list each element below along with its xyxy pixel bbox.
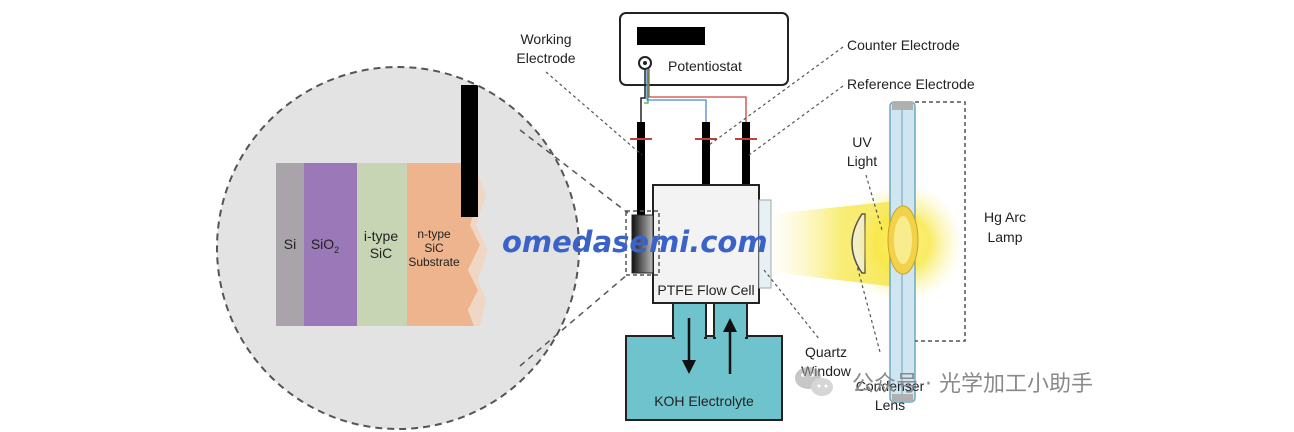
layer-si [276,163,304,326]
wire-blue [646,69,707,122]
label-koh-electrolyte: KOH Electrolyte [654,393,754,409]
label-counter-electrode: Counter Electrode [847,37,960,53]
layer-sio2 [304,163,357,326]
potentiostat-display [637,27,705,45]
label-condenser-lens-1: Condenser [856,378,925,394]
zoom-line-top [519,129,629,214]
label-itype-2: SiC [370,245,393,261]
working-electrode [637,122,645,216]
counter-electrode [702,122,710,222]
label-potentiostat: Potentiostat [668,58,742,74]
wechat-logo-icon [795,367,833,396]
sample-in-cell [631,214,654,274]
label-sio2: SiO2 [311,236,339,255]
etched-edge [463,163,488,326]
layer-itype-sic [357,163,407,326]
wire-black [640,69,646,122]
label-ptfe-flow-cell: PTFE Flow Cell [657,282,754,298]
wire-green [644,69,649,104]
label-uv-light-1: UV [852,134,872,150]
leader-counter-electrode [708,46,844,146]
label-uv-light-2: Light [847,153,877,169]
label-working-electrode-2: Electrode [516,50,575,66]
wire-red [648,69,747,122]
leader-reference-electrode [748,85,844,156]
zoom-line-bottom [519,273,629,367]
sample-zoom-box [625,210,660,276]
leader-quartz-window [763,269,821,341]
working-electrode-zoom [461,85,478,217]
label-ntype-1: n-type [417,227,451,241]
koh-electrolyte-tank [625,335,783,421]
label-si: Si [284,236,296,252]
label-quartz-window-1: Quartz [805,344,847,360]
label-itype-1: i-type [364,228,398,244]
label-working-electrode-1: Working [520,31,571,47]
label-hg-arc-lamp-1: Hg Arc [984,209,1026,225]
label-hg-arc-lamp-2: Lamp [987,229,1022,245]
ptfe-flow-cell [652,184,760,304]
watermark-site: omedasemi.com [502,225,768,259]
label-reference-electrode: Reference Electrode [847,76,975,92]
lamp-bracket [915,101,966,342]
label-ntype-2: SiC [424,241,444,255]
reference-electrode [742,122,750,222]
watermark-wechat: 公众号 · 光学加工小助手 [852,372,1093,397]
label-condenser-lens-2: Lens [875,397,905,413]
label-ntype-3: Substrate [408,255,460,269]
